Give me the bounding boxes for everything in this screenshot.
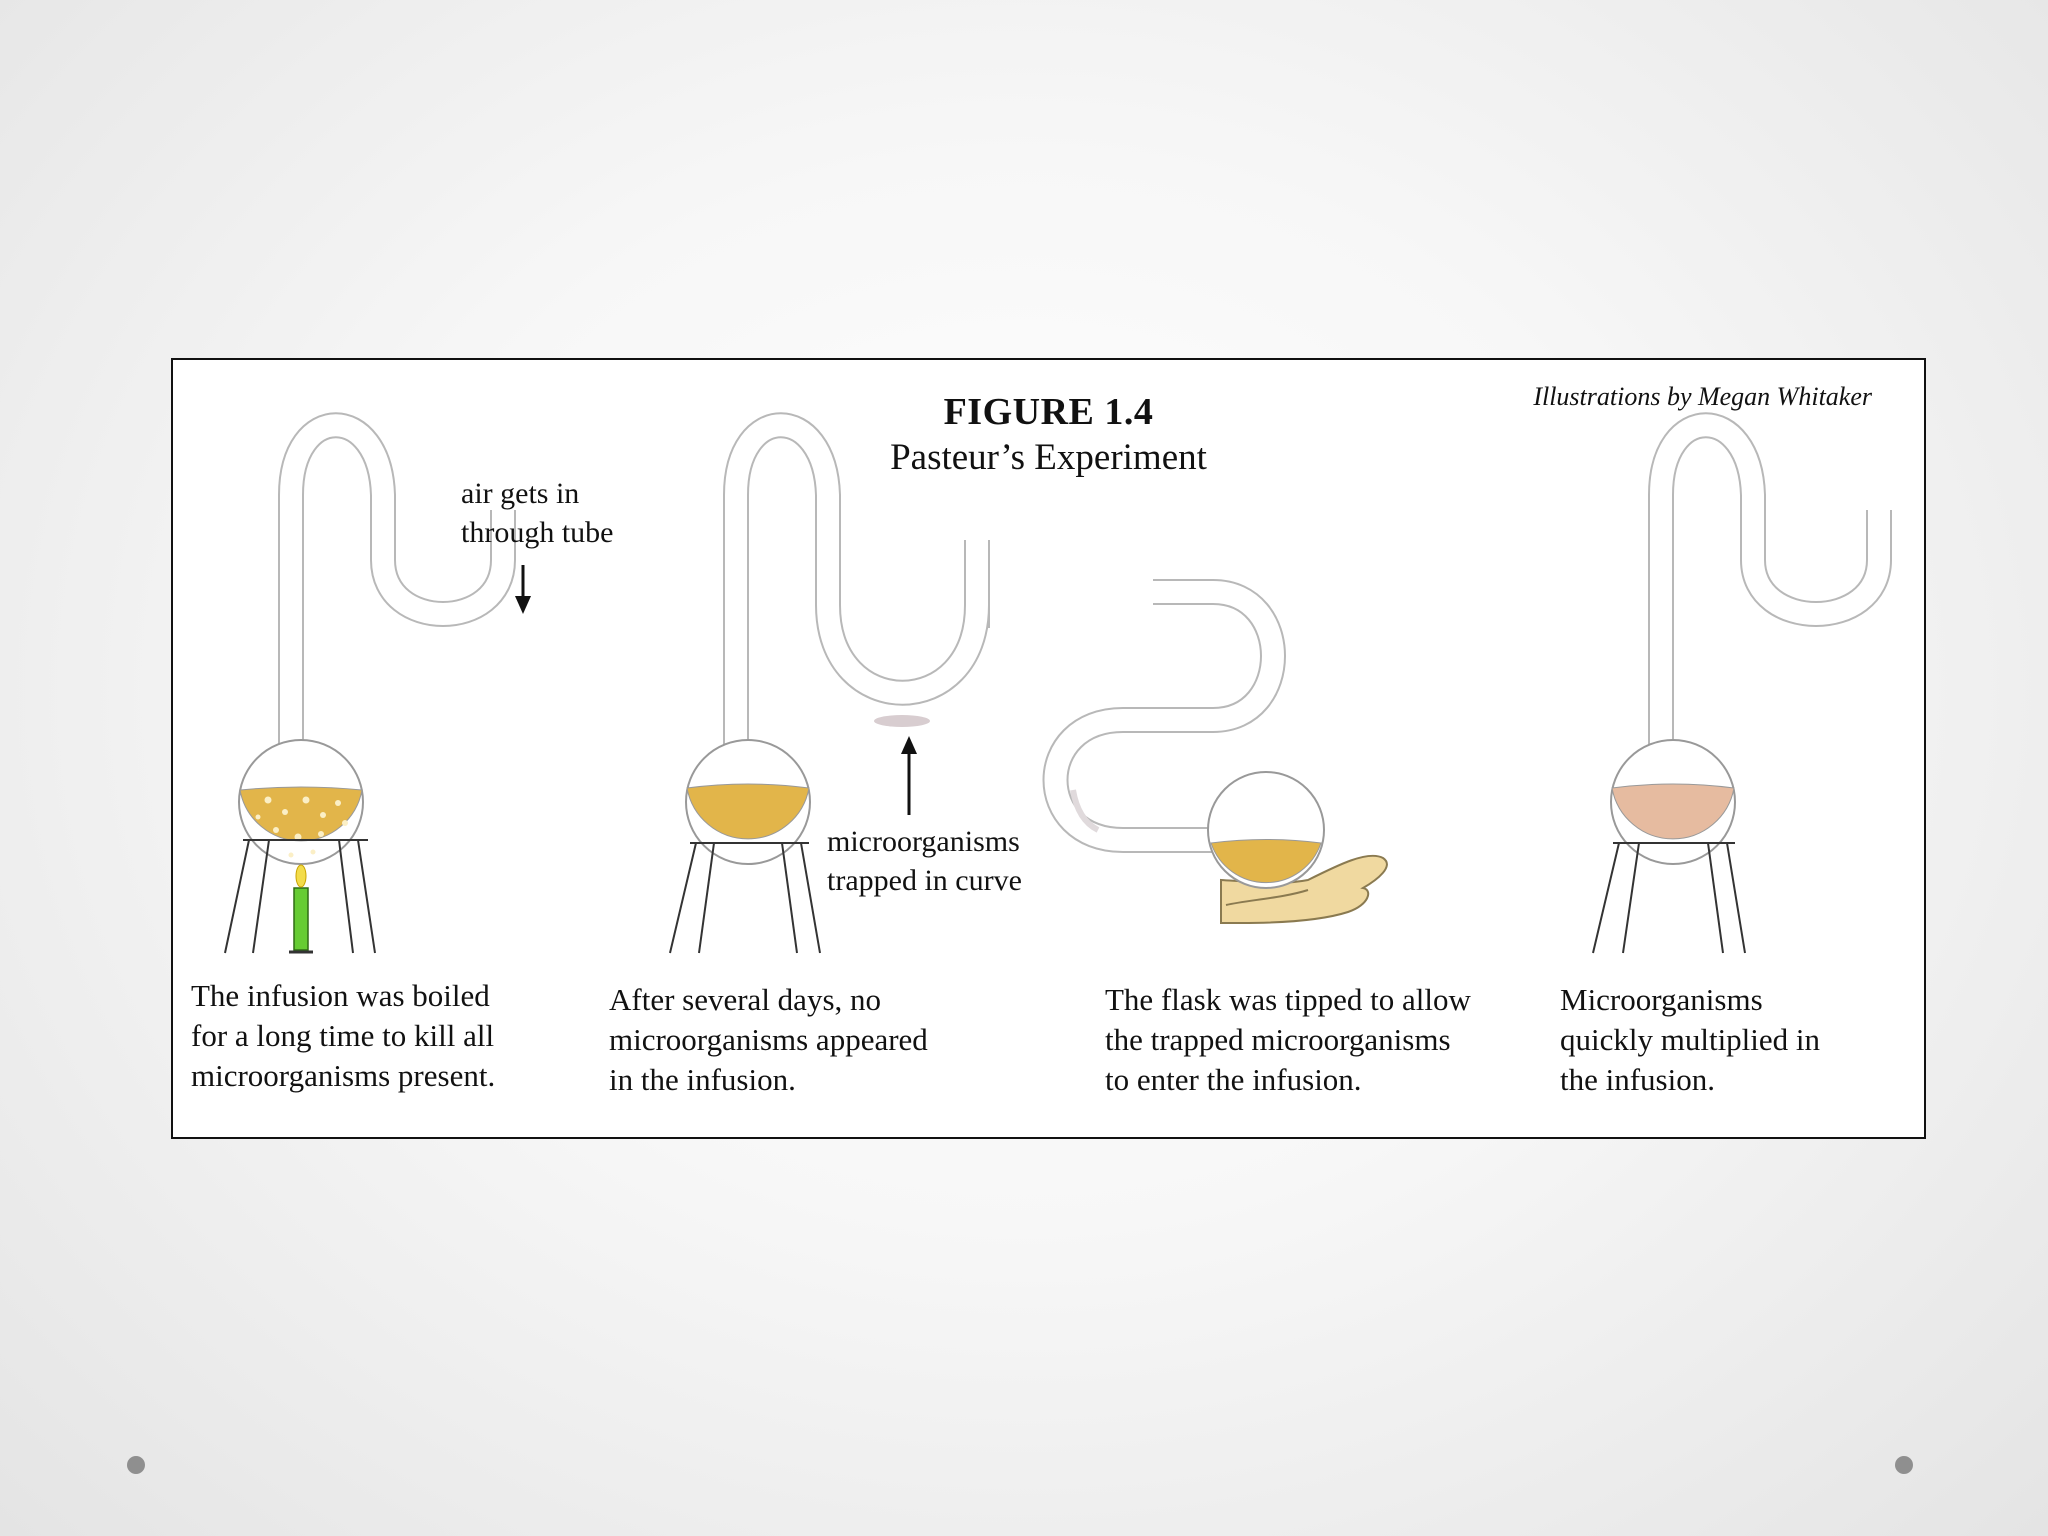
slide-bullet-left (127, 1456, 145, 1474)
flask-illustrations (224, 412, 1892, 954)
trapped-arrow (901, 736, 917, 815)
stage1-flask (224, 412, 516, 954)
figure-subtitle: Pasteur’s Experiment (890, 437, 1207, 478)
caption-stage3: The flask was tipped to allow the trappe… (1105, 982, 1471, 1097)
caption-stage1: The infusion was boiled for a long time … (191, 978, 496, 1093)
candle (293, 887, 309, 951)
trapped-label: microorganisms trapped in curve (827, 825, 1022, 897)
boiling-bubbles (255, 796, 348, 858)
caption-stage4: Microorganisms quickly multiplied in the… (1560, 982, 1821, 1097)
trapped-microbes (874, 715, 930, 727)
figure-panel: FIGURE 1.4 Pasteur’s Experiment Illustra… (171, 358, 1926, 1139)
stage3-infusion (1210, 839, 1322, 884)
stage2-infusion (686, 783, 810, 840)
stage4-infusion (1611, 783, 1735, 840)
caption-stage2: After several days, no microorganisms ap… (609, 982, 928, 1097)
stage1-stand (224, 839, 376, 954)
stage4-stand (1592, 842, 1746, 954)
air-tube-label: air gets in through tube (461, 477, 614, 549)
stage4-flask (1592, 412, 1892, 954)
candle-flame (295, 864, 307, 888)
stage3-flask (1042, 579, 1388, 924)
air-arrow (515, 565, 531, 614)
illustration-credit: Illustrations by Megan Whitaker (1533, 382, 1872, 411)
slide-bullet-right (1895, 1456, 1913, 1474)
hand (1220, 854, 1388, 924)
stage2-stand (669, 842, 821, 954)
stage2-flask (669, 412, 990, 954)
figure-title: FIGURE 1.4 (943, 391, 1154, 433)
